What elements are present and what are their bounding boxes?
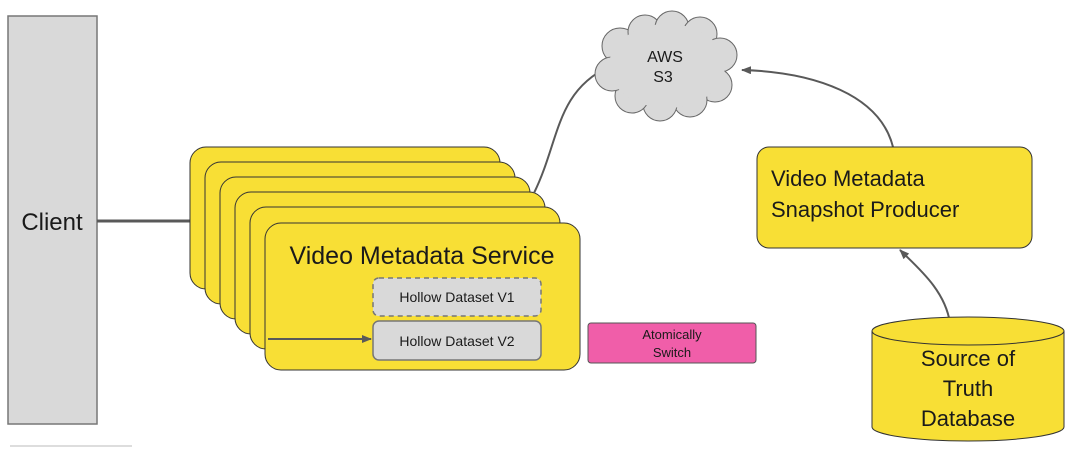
database-cylinder-icon — [871, 316, 1065, 442]
hollow-dataset-v1 — [372, 277, 542, 317]
client-label: Client — [21, 209, 83, 236]
hollow-dataset-v2-label: Hollow Dataset V2 — [399, 333, 514, 349]
atomically-switch-line1: Atomically — [642, 327, 702, 342]
snapshot-producer-line2: Snapshot Producer — [771, 197, 959, 222]
aws-s3-line2: S3 — [653, 69, 673, 86]
aws-s3-cloud-icon — [594, 10, 738, 122]
snapshot-producer-box — [756, 146, 1033, 249]
aws-s3-line1: AWS — [647, 49, 683, 66]
database-producer-arrow — [899, 249, 951, 324]
atomically-switch-badge — [587, 322, 757, 364]
database-line1: Source of — [921, 346, 1016, 371]
atomically-switch-line2: Switch — [653, 345, 691, 360]
client-box — [7, 15, 98, 425]
database-line3: Database — [921, 406, 1015, 431]
database-line2: Truth — [943, 376, 994, 401]
service-s3-connector — [533, 65, 611, 194]
hollow-dataset-v2 — [372, 320, 542, 361]
producer-s3-arrow — [741, 66, 894, 148]
service-title: Video Metadata Service — [290, 242, 555, 270]
snapshot-producer-line1: Video Metadata — [771, 166, 925, 191]
hollow-dataset-v1-label: Hollow Dataset V1 — [399, 289, 514, 305]
